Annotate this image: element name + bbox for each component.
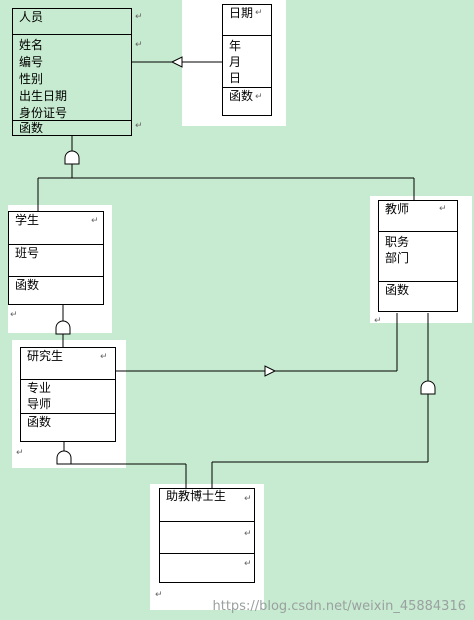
attribute: 性别 — [19, 72, 44, 86]
method: 函数 — [385, 283, 410, 297]
inherit-marker-teacher — [420, 380, 436, 395]
paragraph-mark: ↵ — [155, 590, 163, 600]
paragraph-mark: ↵ — [135, 40, 143, 50]
paragraph-mark: ↵ — [100, 352, 108, 362]
attribute: 班号 — [15, 246, 40, 260]
class-title: 日期 — [229, 6, 254, 20]
paragraph-mark: ↵ — [244, 529, 252, 539]
class-teacher: 教师 职务 部门 函数 — [378, 200, 458, 312]
paragraph-mark: ↵ — [135, 121, 143, 131]
paragraph-mark: ↵ — [244, 494, 252, 504]
inherit-marker-graduate — [56, 450, 72, 465]
class-title: 人员 — [19, 10, 44, 24]
method: 函数 — [19, 121, 44, 135]
paragraph-mark: ↵ — [91, 216, 99, 226]
class-assistant: 助教博士生 — [159, 488, 255, 583]
assoc-arrow-date — [170, 56, 183, 68]
class-date: 日期 年 月 日 函数 — [222, 4, 272, 116]
paragraph-mark: ↵ — [374, 316, 382, 326]
inherit-marker-person — [64, 150, 80, 165]
attribute: 专业 — [27, 381, 52, 395]
paragraph-mark: ↵ — [255, 92, 263, 102]
paragraph-mark: ↵ — [16, 448, 24, 458]
method: 函数 — [27, 415, 52, 429]
attribute: 月 — [229, 55, 242, 69]
attribute: 导师 — [27, 397, 52, 411]
paragraph-mark: ↵ — [135, 12, 143, 22]
attribute: 职务 — [385, 235, 410, 249]
attribute: 身份证号 — [19, 106, 68, 120]
method: 函数 — [229, 89, 254, 103]
attribute: 日 — [229, 71, 242, 85]
method: 函数 — [15, 278, 40, 292]
class-title: 研究生 — [27, 349, 64, 363]
class-title: 教师 — [385, 202, 410, 216]
attribute: 姓名 — [19, 38, 44, 52]
class-student: 学生 班号 函数 — [8, 211, 104, 305]
attribute: 编号 — [19, 55, 44, 69]
paragraph-mark: ↵ — [255, 8, 263, 18]
watermark: https://blog.csdn.net/weixin_45884316 — [212, 599, 466, 614]
attribute: 部门 — [385, 251, 410, 265]
class-title: 学生 — [15, 213, 40, 227]
paragraph-mark: ↵ — [10, 310, 18, 320]
inherit-marker-student — [55, 320, 71, 335]
class-title: 助教博士生 — [166, 489, 227, 503]
attribute: 出生日期 — [19, 89, 68, 103]
paragraph-mark: ↵ — [244, 559, 252, 569]
assoc-arrow-graduate — [264, 365, 277, 377]
class-person: 人员 姓名 编号 性别 出生日期 身份证号 函数 — [12, 8, 132, 136]
class-graduate: 研究生 专业 导师 函数 — [20, 347, 116, 442]
attribute: 年 — [229, 39, 242, 53]
paragraph-mark: ↵ — [439, 204, 447, 214]
